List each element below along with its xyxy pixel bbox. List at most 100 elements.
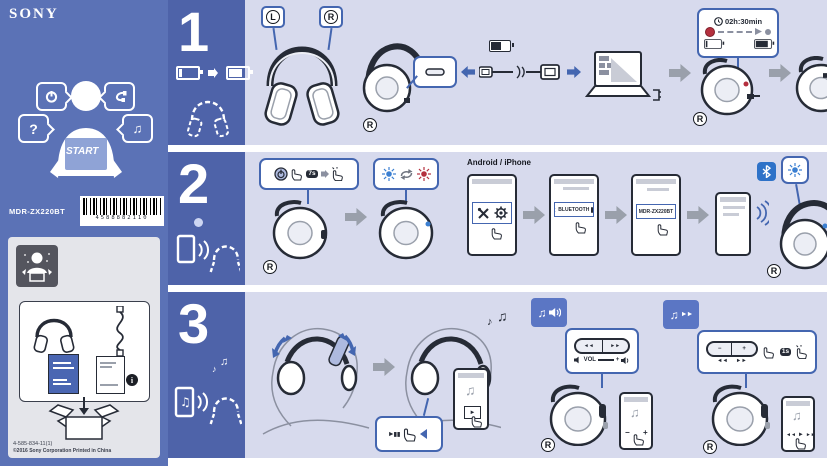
battery-charging-icon — [489, 40, 514, 52]
music-notes-icon: ♫ — [497, 308, 508, 324]
to-computer-arrow-icon — [567, 66, 581, 78]
open-box-icon — [48, 397, 120, 440]
prev-track-icon: ◄◄ — [786, 432, 796, 438]
micro-usb-port-icon — [425, 68, 445, 76]
tools-icon — [477, 207, 489, 219]
press-hand-icon — [404, 428, 416, 442]
package-contents-panel: i 4-585-834-11(1) ©2016 Sony Corporation… — [8, 237, 160, 458]
tap-hand-icon — [575, 222, 586, 234]
phone-volume: ♫ − + — [619, 392, 653, 450]
unboxing-tile — [16, 245, 58, 287]
barcode-bars — [83, 198, 161, 215]
headphones-item-icon — [33, 319, 75, 353]
tap-hand-icon — [657, 224, 668, 236]
speaker-icon — [548, 308, 561, 317]
question-icon: ? — [29, 120, 38, 137]
headphones-side-view — [362, 43, 426, 113]
step2-number: 2 — [178, 152, 210, 215]
step1-number-column: 1 — [168, 0, 253, 145]
platform-heading: Android / iPhone — [467, 158, 531, 167]
step3-number: 3 — [178, 292, 210, 355]
right-marker: R — [363, 118, 377, 132]
headphones-front-view — [264, 46, 340, 126]
step1-content: L R — [245, 0, 827, 145]
laptop — [585, 51, 661, 101]
phone-device-select: MDR-ZX220BT — [631, 174, 681, 256]
prev-track-icon: ◄◄ — [716, 357, 728, 364]
earcup-done — [795, 56, 827, 113]
tap-hand-icon — [633, 434, 644, 446]
phone-connected — [715, 192, 751, 256]
blue-flash-icon — [788, 163, 802, 177]
blink-alternate-callout — [373, 158, 439, 190]
steps-area: 1 L R — [168, 0, 827, 466]
device-row-label: MDR-ZX220BT — [638, 208, 674, 215]
part-number: 4-585-834-11(1) — [13, 441, 53, 447]
power-icon — [45, 91, 58, 103]
quick-start-booklet — [48, 354, 79, 394]
reference-booklet — [96, 356, 125, 394]
next-track-icon: ►► — [805, 432, 816, 438]
music-notes-icon: ♫ — [792, 408, 802, 423]
phone-to-headphones-pictogram — [176, 234, 240, 275]
model-number: MDR-ZX220BT — [9, 207, 66, 216]
press-hand-icon — [292, 169, 303, 181]
step3-number-column: 3 ♪ ♫ ♫ — [168, 292, 245, 458]
play-icon: ► — [797, 432, 804, 438]
track-rocker: − + — [705, 340, 758, 357]
gear-icon — [494, 206, 507, 220]
earcup-power — [272, 200, 328, 260]
usb-cable — [479, 64, 560, 80]
step2-number-column: 2 — [168, 152, 245, 285]
next-arrow-icon — [605, 206, 627, 224]
reader-person-figure — [50, 81, 122, 178]
music-note-icon: ♪ — [212, 364, 217, 374]
next-arrow-icon — [373, 358, 395, 376]
wireless-waves-icon — [756, 200, 769, 226]
earcup-blinking — [378, 200, 434, 260]
right-marker: R — [263, 260, 277, 274]
battery-empty-icon — [176, 66, 203, 80]
play-pause-callout: ►▮▮ — [375, 416, 443, 452]
barcode: 4588882110 — [80, 196, 164, 226]
box-contents: i — [19, 301, 150, 402]
right-marker: R — [324, 10, 338, 24]
step3-content: ♪ ♫ ♫ ► ►▮▮ — [245, 292, 827, 458]
bluetooth-toggle — [591, 206, 593, 213]
right-callout-chip: R — [319, 6, 343, 28]
volume-rocker: ◄◄ ►► — [574, 337, 630, 354]
plus-sign: + — [643, 428, 648, 437]
usb-cord-item-icon — [116, 306, 124, 356]
phone-bluetooth-toggle: BLUETOOTH — [549, 174, 599, 256]
copyright-line: ©2016 Sony Corporation Printed in China — [13, 448, 112, 455]
music-bubble: ♫ — [122, 114, 153, 143]
next-track-icon: ►► — [680, 311, 694, 318]
section-divider — [168, 145, 827, 152]
head-adjust-figure — [262, 328, 370, 435]
bluetooth-icon — [555, 207, 557, 212]
next-track-icon: ►► — [735, 357, 747, 364]
then-arrow — [320, 170, 329, 178]
svg-text:♫: ♫ — [180, 395, 191, 409]
section-divider — [168, 285, 827, 292]
track-skip-callout: − + ◄◄ ►► 1s — [697, 330, 817, 374]
volume-label: VOL — [583, 357, 596, 363]
red-flash-icon — [416, 167, 431, 181]
blue-flash-icon — [381, 167, 396, 181]
led-off-icon — [765, 28, 771, 35]
start-label: START — [66, 146, 99, 157]
right-marker: R — [541, 438, 555, 452]
tap-hand-icon — [491, 228, 502, 240]
press-hand-icon — [763, 347, 774, 359]
barcode-digits: 4588882110 — [95, 215, 149, 221]
minus-sign: − — [625, 428, 630, 437]
usb-cable-icon — [116, 91, 127, 102]
bluetooth-badge — [757, 162, 776, 181]
blue-indicator-callout — [781, 156, 809, 184]
step2-row: 2 — [168, 152, 827, 285]
speaker-low-icon — [573, 356, 579, 364]
left-callout-chip: L — [261, 6, 285, 28]
press-direction-arrow — [420, 429, 428, 439]
hold-duration-badge: 7s — [306, 169, 318, 179]
